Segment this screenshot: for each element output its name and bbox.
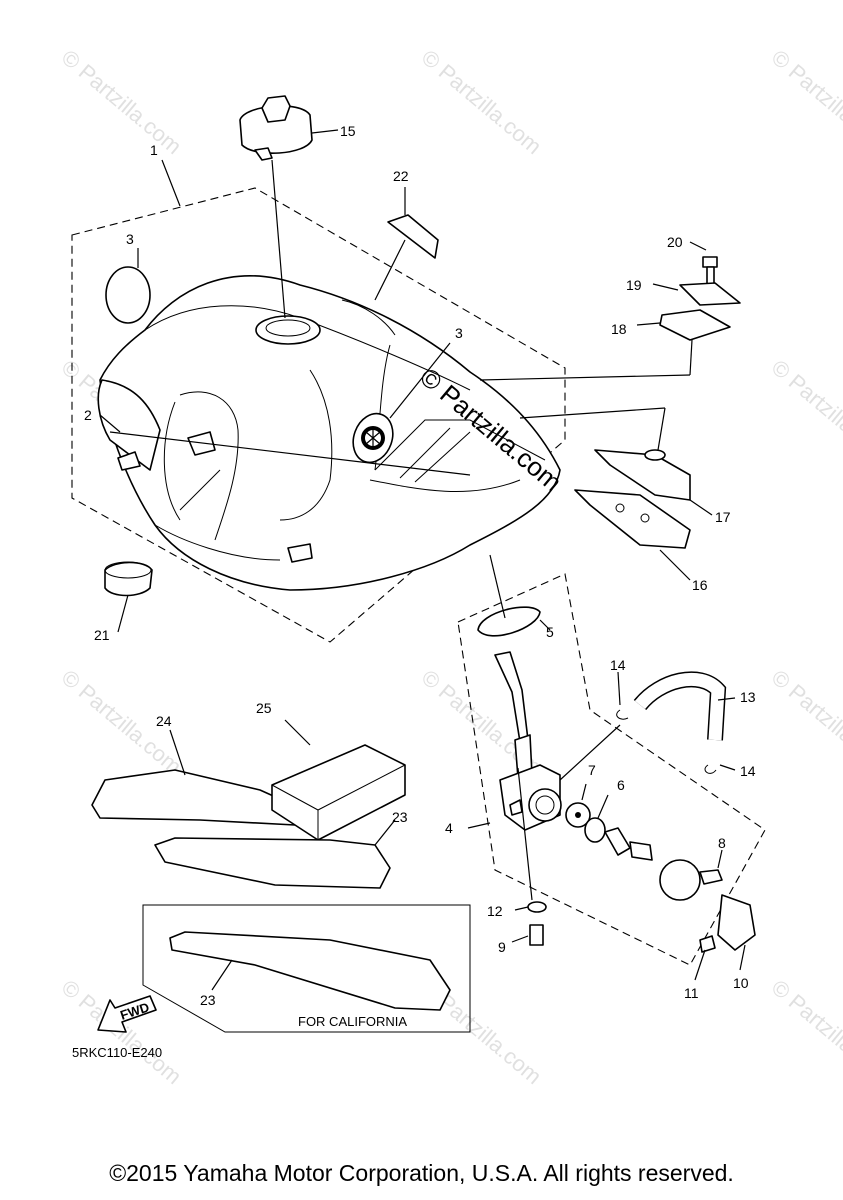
valve-shaft <box>604 827 653 861</box>
fuel-cap <box>239 95 313 161</box>
callout-5: 5 <box>546 624 554 640</box>
damper-24 <box>91 769 301 826</box>
washer-12 <box>527 901 547 913</box>
callout-14: 14 <box>610 657 626 673</box>
callout-8: 8 <box>718 835 726 851</box>
leader-lines <box>99 129 746 991</box>
fuel-tank <box>97 275 561 591</box>
fwd-label: FWD <box>118 999 151 1022</box>
plate-19 <box>679 282 741 306</box>
callout-7: 7 <box>588 762 596 778</box>
callout-20: 20 <box>667 234 683 250</box>
emblem-left <box>105 266 151 324</box>
fuel-cock-boundary <box>457 573 766 966</box>
callout-16: 16 <box>692 577 708 593</box>
hose-13 <box>634 672 725 741</box>
callout-numbers: 1 2 3 3 4 5 6 7 8 9 10 11 12 13 14 14 15… <box>84 123 756 1008</box>
callout-23: 23 <box>200 992 216 1008</box>
plate-16 <box>574 489 691 549</box>
callout-13: 13 <box>740 689 756 705</box>
callout-23: 23 <box>392 809 408 825</box>
callout-19: 19 <box>626 277 642 293</box>
watermark: © Partzilla.com <box>417 45 547 159</box>
screw-8 <box>699 869 723 885</box>
callout-25: 25 <box>256 700 272 716</box>
callout-15: 15 <box>340 123 356 139</box>
callout-17: 17 <box>715 509 731 525</box>
damper-23 <box>154 837 391 889</box>
watermark: © Partzilla.com <box>767 45 843 159</box>
clip-14a <box>616 709 629 720</box>
callout-6: 6 <box>617 777 625 793</box>
callout-18: 18 <box>611 321 627 337</box>
callout-3: 3 <box>455 325 463 341</box>
screw-9 <box>529 924 544 946</box>
damper-23-california <box>169 931 451 1011</box>
gasket-5 <box>477 606 541 637</box>
callout-14: 14 <box>740 763 756 779</box>
fuel-cock <box>494 651 562 831</box>
california-box <box>142 904 471 1033</box>
lever-plate <box>659 859 701 901</box>
tank-assembly-boundary <box>71 187 566 643</box>
callout-4: 4 <box>445 820 453 836</box>
damper-18 <box>659 309 731 341</box>
copyright-notice: ©2015 Yamaha Motor Corporation, U.S.A. A… <box>109 1160 734 1186</box>
watermark: © Partzilla.com <box>767 975 843 1089</box>
forward-arrow: FWD <box>97 995 157 1033</box>
callout-21: 21 <box>94 627 110 643</box>
california-label: FOR CALIFORNIA <box>298 1014 407 1029</box>
callout-12: 12 <box>487 903 503 919</box>
callout-2: 2 <box>84 407 92 423</box>
screw-11 <box>699 935 716 953</box>
callout-9: 9 <box>498 939 506 955</box>
callout-11: 11 <box>684 985 699 1001</box>
watermark: © Partzilla.com <box>767 665 843 779</box>
clip-14b <box>704 764 717 774</box>
callout-1: 1 <box>150 142 158 158</box>
damper-25 <box>271 744 406 841</box>
watermark: © Partzilla.com <box>767 355 843 469</box>
watermark: © Partzilla.com <box>57 45 187 159</box>
rubber-cap-21 <box>104 561 153 597</box>
drawing-code: 5RKC110-E240 <box>72 1045 162 1060</box>
callout-24: 24 <box>156 713 172 729</box>
lever-10 <box>717 894 756 951</box>
o-ring-6 <box>584 817 606 843</box>
pad-22 <box>387 214 439 259</box>
callout-3: 3 <box>126 231 134 247</box>
callout-10: 10 <box>733 975 749 991</box>
callout-22: 22 <box>393 168 409 184</box>
